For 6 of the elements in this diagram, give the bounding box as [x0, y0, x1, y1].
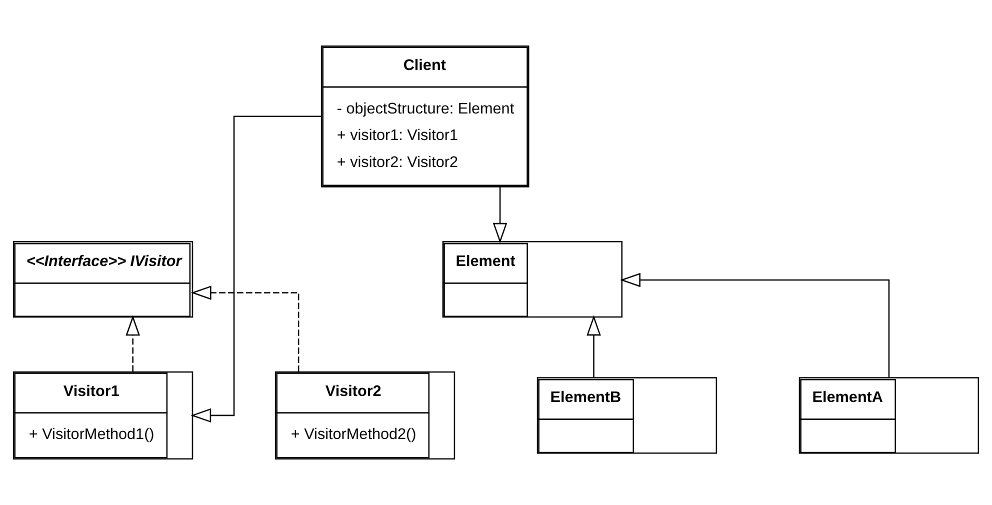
arrow [620, 272, 890, 378]
arrow [492, 186, 508, 244]
arrow [126, 315, 140, 372]
arrow [190, 116, 322, 423]
arrow [586, 315, 601, 378]
arrow [190, 286, 300, 372]
